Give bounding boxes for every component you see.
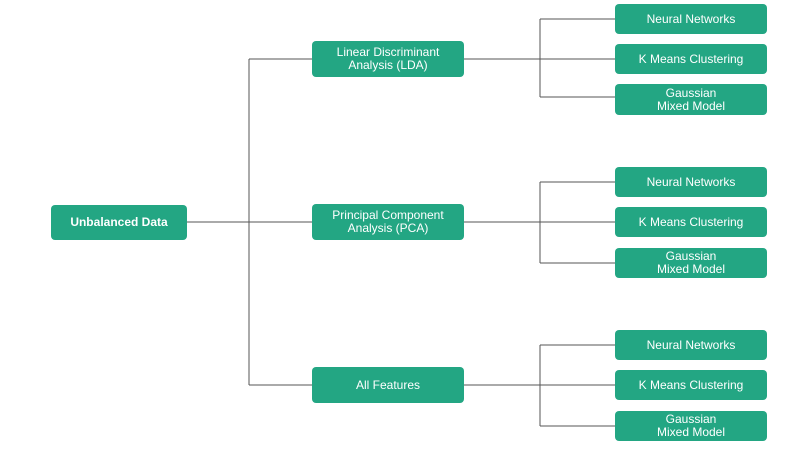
leaf-node-gaussian-mixed-model: Gaussian Mixed Model [615, 411, 767, 441]
branch-node-all-features: All Features [312, 367, 464, 403]
branch-node-pca: Principal Component Analysis (PCA) [312, 204, 464, 240]
leaf-node-neural-networks: Neural Networks [615, 167, 767, 197]
leaf-node-gaussian-mixed-model: Gaussian Mixed Model [615, 84, 767, 115]
leaf-node-gaussian-mixed-model: Gaussian Mixed Model [615, 248, 767, 278]
leaf-node-k-means-clustering: K Means Clustering [615, 370, 767, 400]
leaf-node-neural-networks: Neural Networks [615, 4, 767, 34]
branch-node-lda: Linear Discriminant Analysis (LDA) [312, 41, 464, 77]
leaf-node-k-means-clustering: K Means Clustering [615, 207, 767, 237]
root-node: Unbalanced Data [51, 205, 187, 240]
leaf-node-neural-networks: Neural Networks [615, 330, 767, 360]
leaf-node-k-means-clustering: K Means Clustering [615, 44, 767, 74]
